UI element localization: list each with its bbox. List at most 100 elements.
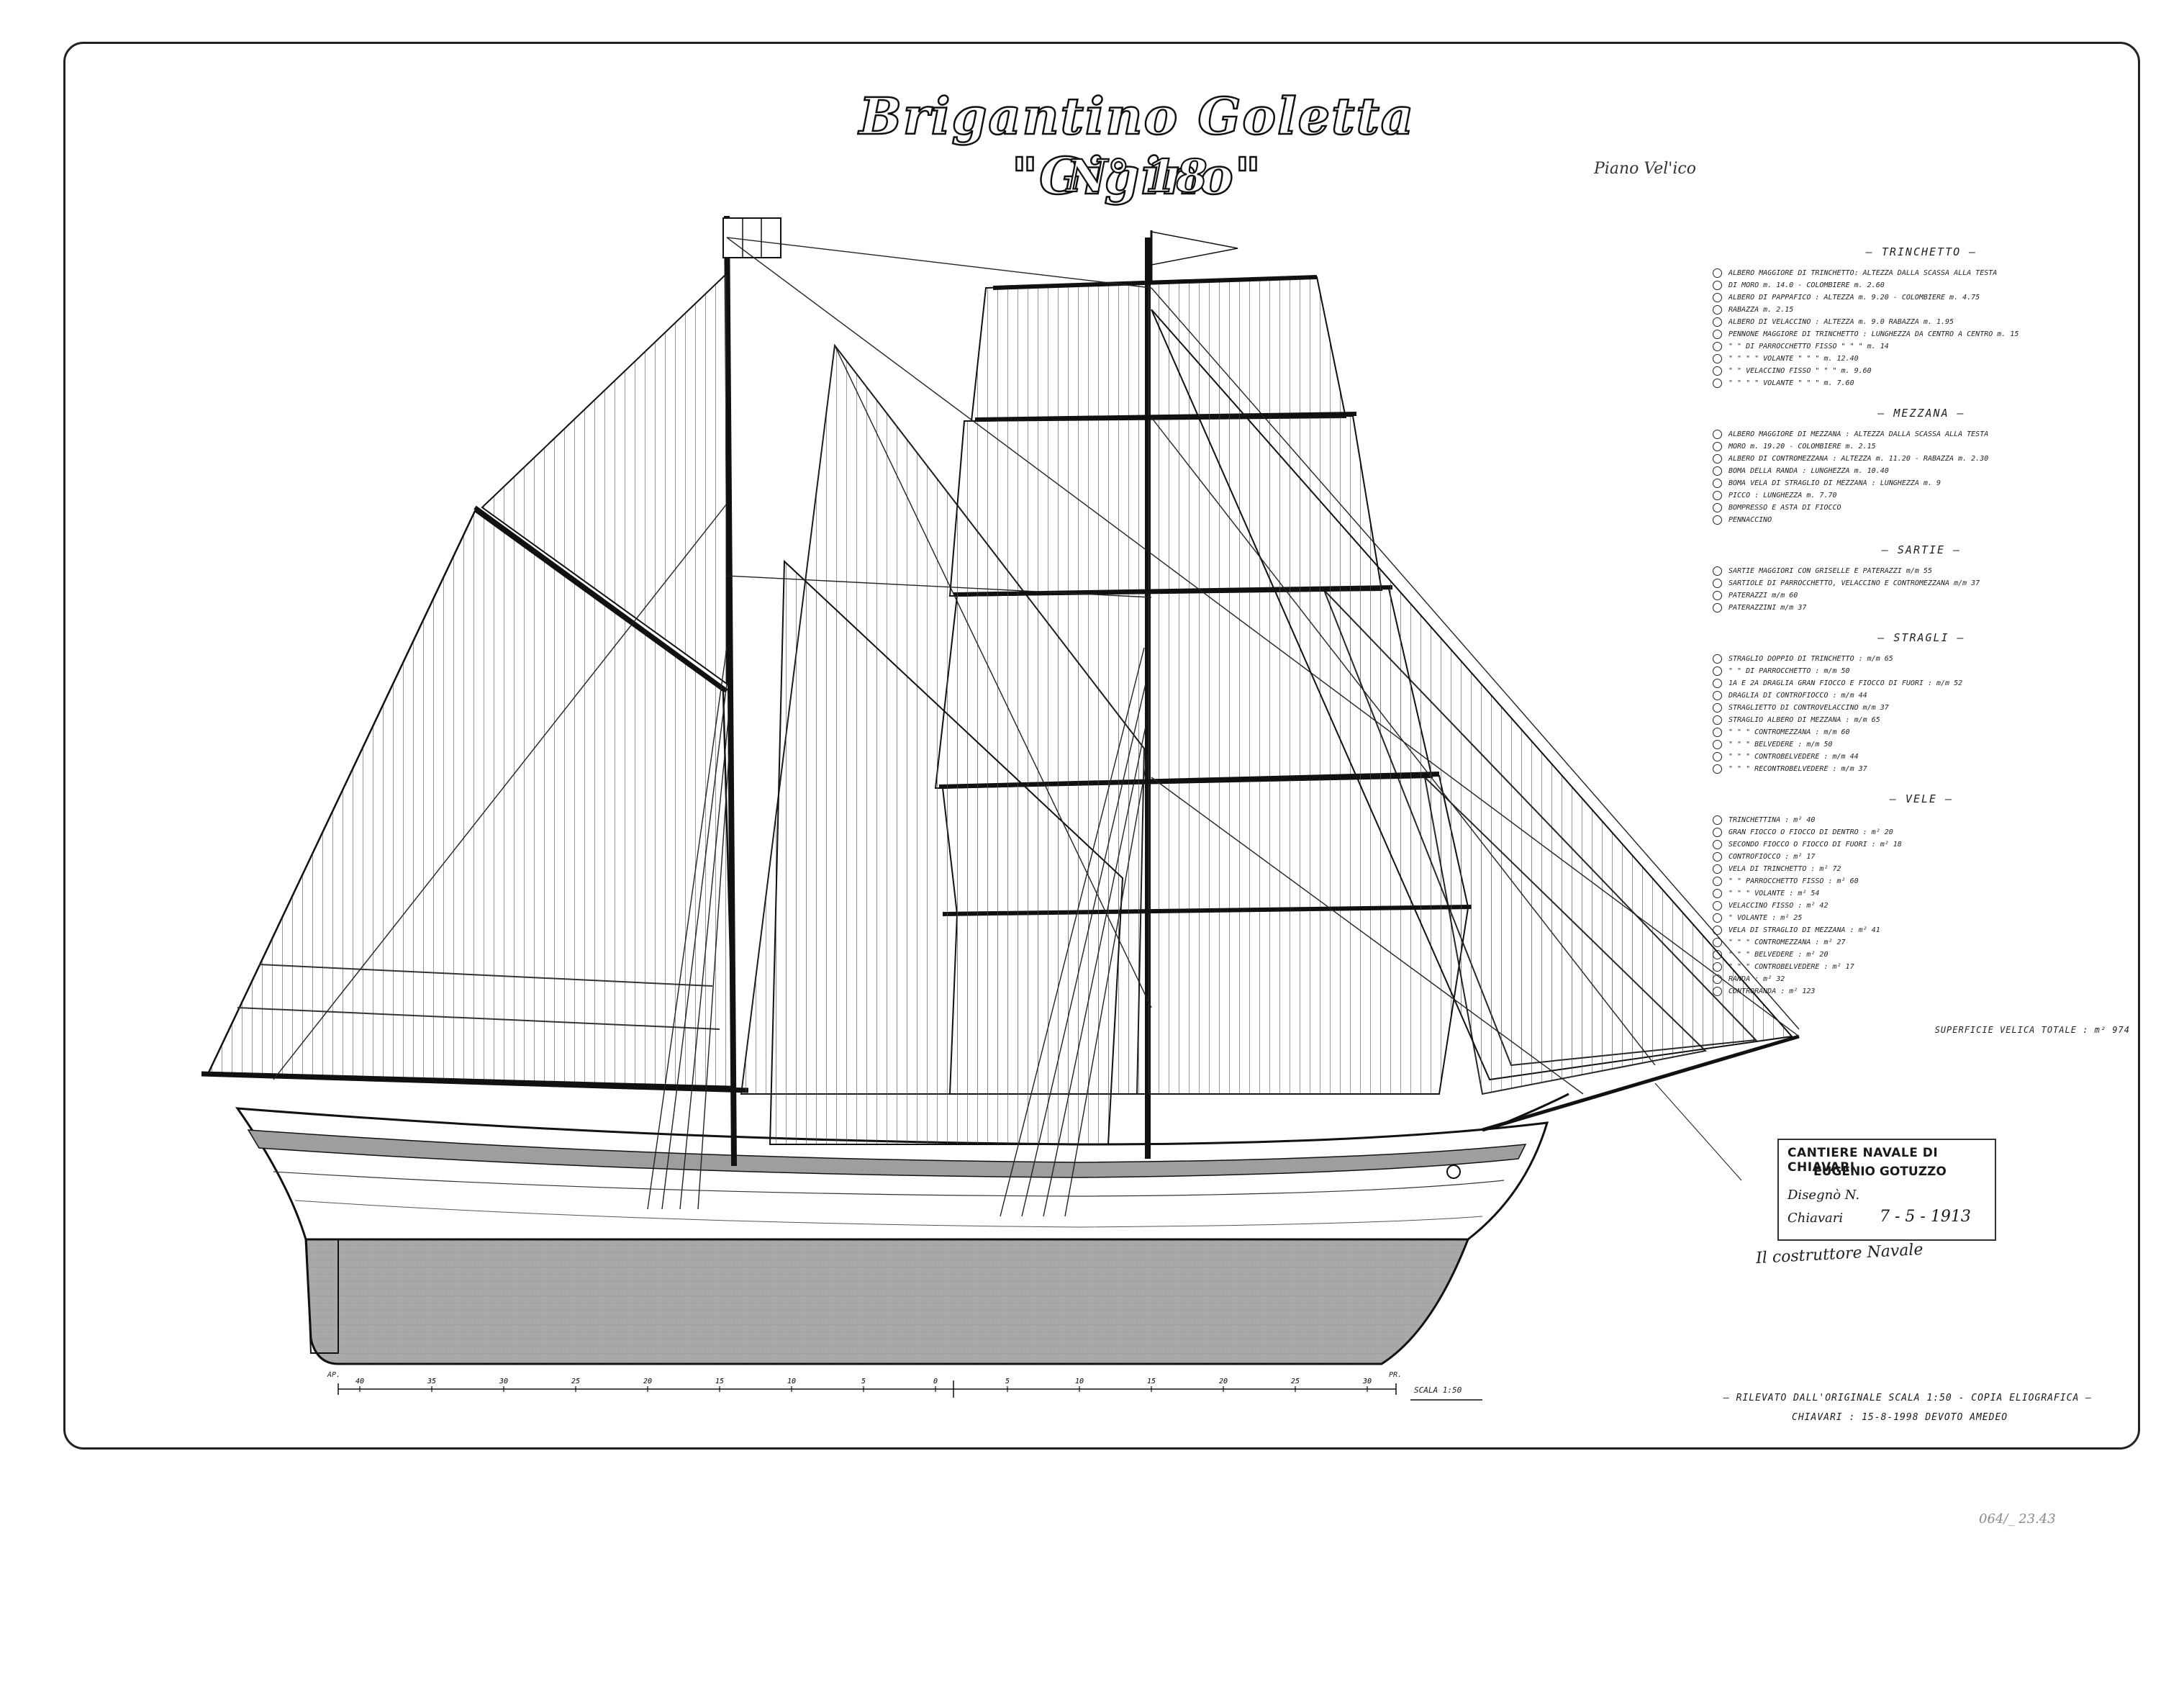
reference-circle-icon xyxy=(1713,579,1722,588)
archive-mark: 064/_ 23.43 xyxy=(1979,1511,2056,1527)
main-gaff xyxy=(473,505,728,693)
scale-label: SCALA 1:50 xyxy=(1414,1385,1462,1395)
legend-row: CONTROFIOCCO : m² 17 xyxy=(1713,851,2130,863)
reference-circle-icon xyxy=(1713,591,1722,600)
legend-section-heading: — STRAGLI — xyxy=(1877,631,1965,644)
reference-circle-icon xyxy=(1713,950,1722,959)
staysails xyxy=(740,343,1146,1145)
reference-circle-icon xyxy=(1713,691,1722,700)
hull-band xyxy=(247,1129,1527,1178)
reference-circle-icon xyxy=(1713,828,1722,837)
legend-row: " " " BELVEDERE : m/m 50 xyxy=(1713,738,2130,751)
ruler-number: 0 xyxy=(933,1378,938,1385)
legend-row: BOMA VELA DI STRAGLIO DI MEZZANA : LUNGH… xyxy=(1713,477,2130,489)
reference-circle-icon xyxy=(1713,740,1722,749)
reference-circle-icon xyxy=(1713,715,1722,725)
legend-row: SARTIE MAGGIORI CON GRISELLE E PATERAZZI… xyxy=(1713,565,2130,577)
reference-circle-icon xyxy=(1713,342,1722,351)
total-sail-area: SUPERFICIE VELICA TOTALE : m² 974 xyxy=(1934,1025,2130,1035)
stamp-place: Chiavari xyxy=(1787,1211,1844,1226)
stamp-date: 7 - 5 - 1913 xyxy=(1880,1208,1971,1226)
legend-row: " " " RECONTROBELVEDERE : m/m 37 xyxy=(1713,763,2130,775)
legend-row: VELA DI TRINCHETTO : m² 72 xyxy=(1713,863,2130,875)
shipyard-stamp: CANTIERE NAVALE DI CHIAVARI EUGENIO GOTU… xyxy=(1777,1139,1996,1241)
ruler-number: 20 xyxy=(1219,1378,1228,1385)
reference-circle-icon xyxy=(1713,442,1722,451)
reference-circle-icon xyxy=(1713,864,1722,874)
ruler-number: 5 xyxy=(1005,1378,1010,1385)
mainmast xyxy=(724,215,737,1167)
stamp-drawing-no: Disegnò N. xyxy=(1787,1188,1860,1203)
ruler-number: 25 xyxy=(571,1378,580,1385)
legend-row: " " " " VOLANTE " " " m. 12.40 xyxy=(1713,353,2130,365)
legend-row: 1A E 2A DRAGLIA GRAN FIOCCO E FIOCCO DI … xyxy=(1713,677,2130,690)
legend-row: DI MORO m. 14.0 - COLOMBIERE m. 2.60 xyxy=(1713,279,2130,291)
reference-circle-icon xyxy=(1713,430,1722,439)
main-boom xyxy=(201,1071,749,1093)
legend-row: ALBERO DI VELACCINO : ALTEZZA m. 9.0 RAB… xyxy=(1713,316,2130,328)
ruler-number: 15 xyxy=(1147,1378,1156,1385)
reference-circle-icon xyxy=(1713,454,1722,464)
reference-circle-icon xyxy=(1713,503,1722,512)
ruler-number: 5 xyxy=(861,1378,866,1385)
ruler-number: 30 xyxy=(1362,1378,1372,1385)
reference-circle-icon xyxy=(1713,515,1722,525)
legend-row: " " " " VOLANTE " " " m. 7.60 xyxy=(1713,377,2130,389)
ruler-number: 30 xyxy=(499,1378,508,1385)
reference-circle-icon xyxy=(1713,379,1722,388)
reference-circle-icon xyxy=(1713,466,1722,476)
bowsprit xyxy=(1482,1034,1800,1132)
reference-circle-icon xyxy=(1713,654,1722,664)
specification-legend: — TRINCHETTO —ALBERO MAGGIORE DI TRINCHE… xyxy=(1713,241,2130,1035)
reference-circle-icon xyxy=(1713,366,1722,376)
ruler-number: 40 xyxy=(355,1378,364,1385)
legend-row: " " VELACCINO FISSO " " " m. 9.60 xyxy=(1713,365,2130,377)
ruler-number: 20 xyxy=(643,1378,652,1385)
legend-section-heading: — TRINCHETTO — xyxy=(1865,245,1977,258)
reference-circle-icon xyxy=(1713,666,1722,676)
reference-circle-icon xyxy=(1713,913,1722,923)
legend-row: RABAZZA m. 2.15 xyxy=(1713,304,2130,316)
reference-circle-icon xyxy=(1713,764,1722,774)
reference-circle-icon xyxy=(1713,479,1722,488)
legend-row: " " " VOLANTE : m² 54 xyxy=(1713,887,2130,900)
copy-date-note: CHIAVARI : 15-8-1998 DEVOTO AMEDEO xyxy=(1792,1412,2008,1423)
ruler xyxy=(337,1380,1397,1398)
ruler-fwd-mark: PR. xyxy=(1389,1371,1403,1379)
reference-circle-icon xyxy=(1713,840,1722,849)
hull-underwater xyxy=(304,1238,1470,1365)
reference-circle-icon xyxy=(1713,703,1722,713)
reference-circle-icon xyxy=(1713,354,1722,363)
legend-section-heading: — VELE — xyxy=(1889,792,1954,805)
sail-plan-label: Piano Vel'ico xyxy=(1594,160,1696,178)
hawse-pipe xyxy=(1446,1165,1461,1179)
ruler-aft-mark: AP. xyxy=(327,1371,341,1379)
reference-circle-icon xyxy=(1713,679,1722,688)
legend-row: BOMPRESSO E ASTA DI FIOCCO xyxy=(1713,502,2130,514)
reference-circle-icon xyxy=(1713,566,1722,576)
legend-row: PICCO : LUNGHEZZA m. 7.70 xyxy=(1713,489,2130,502)
reference-circle-icon xyxy=(1713,975,1722,984)
legend-row: STRAGLIETTO DI CONTROVELACCINO m/m 37 xyxy=(1713,702,2130,714)
reference-circle-icon xyxy=(1713,926,1722,935)
reference-circle-icon xyxy=(1713,305,1722,315)
drawing-title: Brigantino Goletta "Gigino" xyxy=(858,86,1415,207)
legend-row: GRAN FIOCCO O FIOCCO DI DENTRO : m² 20 xyxy=(1713,826,2130,838)
legend-row: TRINCHETTINA : m² 40 xyxy=(1713,814,2130,826)
legend-row: " " " CONTROMEZZANA : m/m 60 xyxy=(1713,726,2130,738)
legend-row: PENNONE MAGGIORE DI TRINCHETTO : LUNGHEZ… xyxy=(1713,328,2130,340)
legend-row: MORO m. 19.20 - COLOMBIERE m. 2.15 xyxy=(1713,440,2130,453)
reference-circle-icon xyxy=(1713,962,1722,972)
legend-row: PATERAZZI m/m 60 xyxy=(1713,589,2130,602)
legend-row: ALBERO DI CONTROMEZZANA : ALTEZZA m. 11.… xyxy=(1713,453,2130,465)
reference-circle-icon xyxy=(1713,268,1722,278)
legend-row: " " " BELVEDERE : m² 20 xyxy=(1713,949,2130,961)
legend-row: " " DI PARROCCHETTO FISSO " " " m. 14 xyxy=(1713,340,2130,353)
legend-row: ALBERO DI PAPPAFICO : ALTEZZA m. 9.20 - … xyxy=(1713,291,2130,304)
legend-section-heading: — SARTIE — xyxy=(1881,543,1962,556)
reference-circle-icon xyxy=(1713,752,1722,761)
ruler-number: 25 xyxy=(1291,1378,1300,1385)
mainsail xyxy=(207,510,735,1088)
reference-circle-icon xyxy=(1713,901,1722,910)
